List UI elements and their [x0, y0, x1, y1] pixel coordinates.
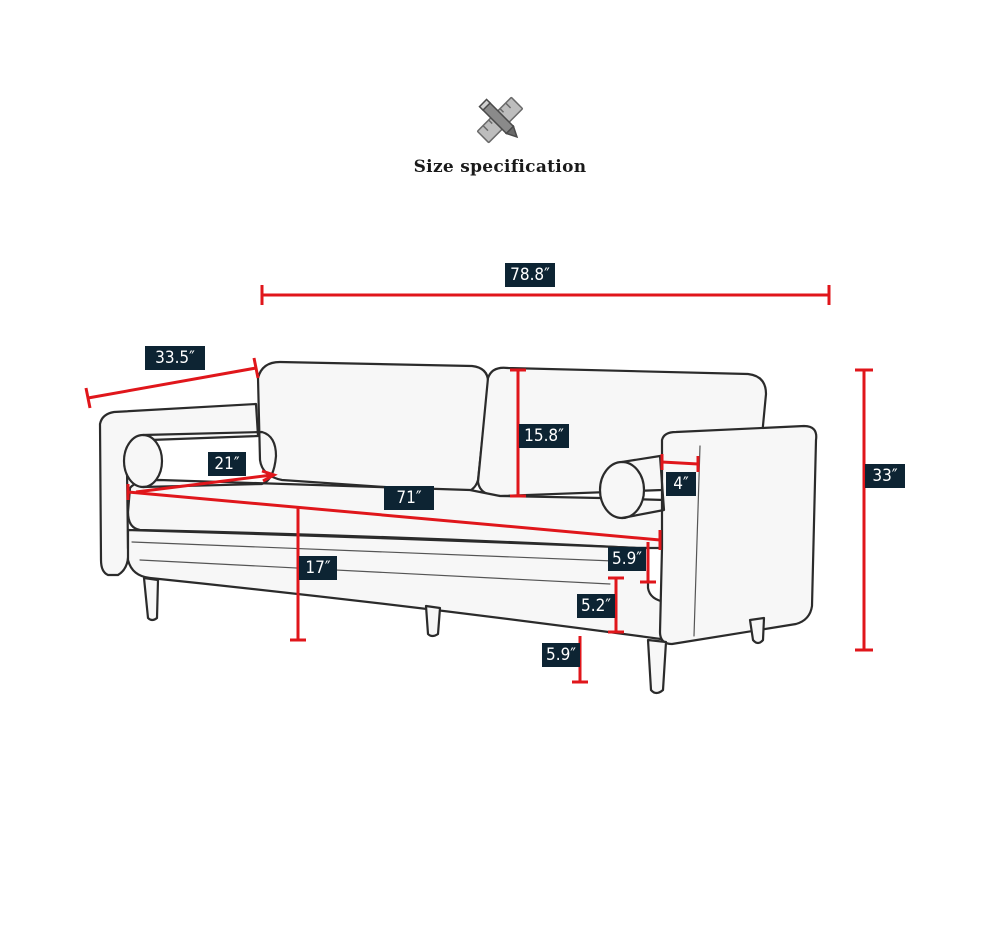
leg-back-right [748, 616, 766, 645]
label-overall-width: 78.8″ [505, 263, 555, 287]
dim-line-seat-width [127, 490, 661, 542]
sofa-base [126, 528, 674, 642]
label-base-thickness: 5.2″ [577, 594, 615, 618]
page-title: Size specification [413, 157, 587, 177]
label-leg-height: 5.9″ [542, 643, 580, 667]
svg-text:33.5″: 33.5″ [155, 348, 195, 368]
label-seat-cushion-thickness: 5.9″ [608, 547, 646, 571]
dim-line-arm-width [661, 460, 699, 466]
bolster-left [122, 433, 164, 489]
svg-text:71″: 71″ [396, 488, 421, 508]
leg-front-right [646, 638, 668, 695]
svg-text:15.8″: 15.8″ [524, 426, 564, 446]
label-overall-height: 33″ [865, 464, 905, 488]
label-seat-height: 17″ [299, 556, 337, 580]
dimension-labels: 78.8″ 33.5″ 15.8″ 33″ 21″ 71″ 4″ 17″ [145, 263, 905, 667]
svg-text:33″: 33″ [872, 466, 897, 486]
svg-text:78.8″: 78.8″ [510, 265, 550, 285]
label-seat-depth: 21″ [208, 452, 246, 476]
header [0, 90, 1000, 154]
ruler-pencil-icon [470, 90, 530, 150]
label-arm-width: 4″ [666, 472, 696, 496]
svg-text:5.9″: 5.9″ [546, 645, 576, 665]
svg-text:17″: 17″ [305, 558, 330, 578]
bolster-right [598, 460, 646, 520]
svg-text:5.9″: 5.9″ [612, 549, 642, 569]
leg-front-left [142, 576, 160, 622]
svg-text:5.2″: 5.2″ [581, 596, 611, 616]
svg-text:21″: 21″ [214, 454, 239, 474]
right-arm [658, 424, 818, 646]
back-cushion-left [256, 360, 490, 494]
dim-line-seat-depth [135, 473, 273, 494]
label-depth: 33.5″ [145, 346, 205, 370]
svg-text:4″: 4″ [673, 474, 689, 494]
dim-line-depth [87, 366, 257, 400]
label-seat-width: 71″ [384, 486, 434, 510]
sofa-illustration [98, 360, 818, 695]
label-back-cushion-height: 15.8″ [519, 424, 569, 448]
leg-front-middle [424, 604, 442, 638]
